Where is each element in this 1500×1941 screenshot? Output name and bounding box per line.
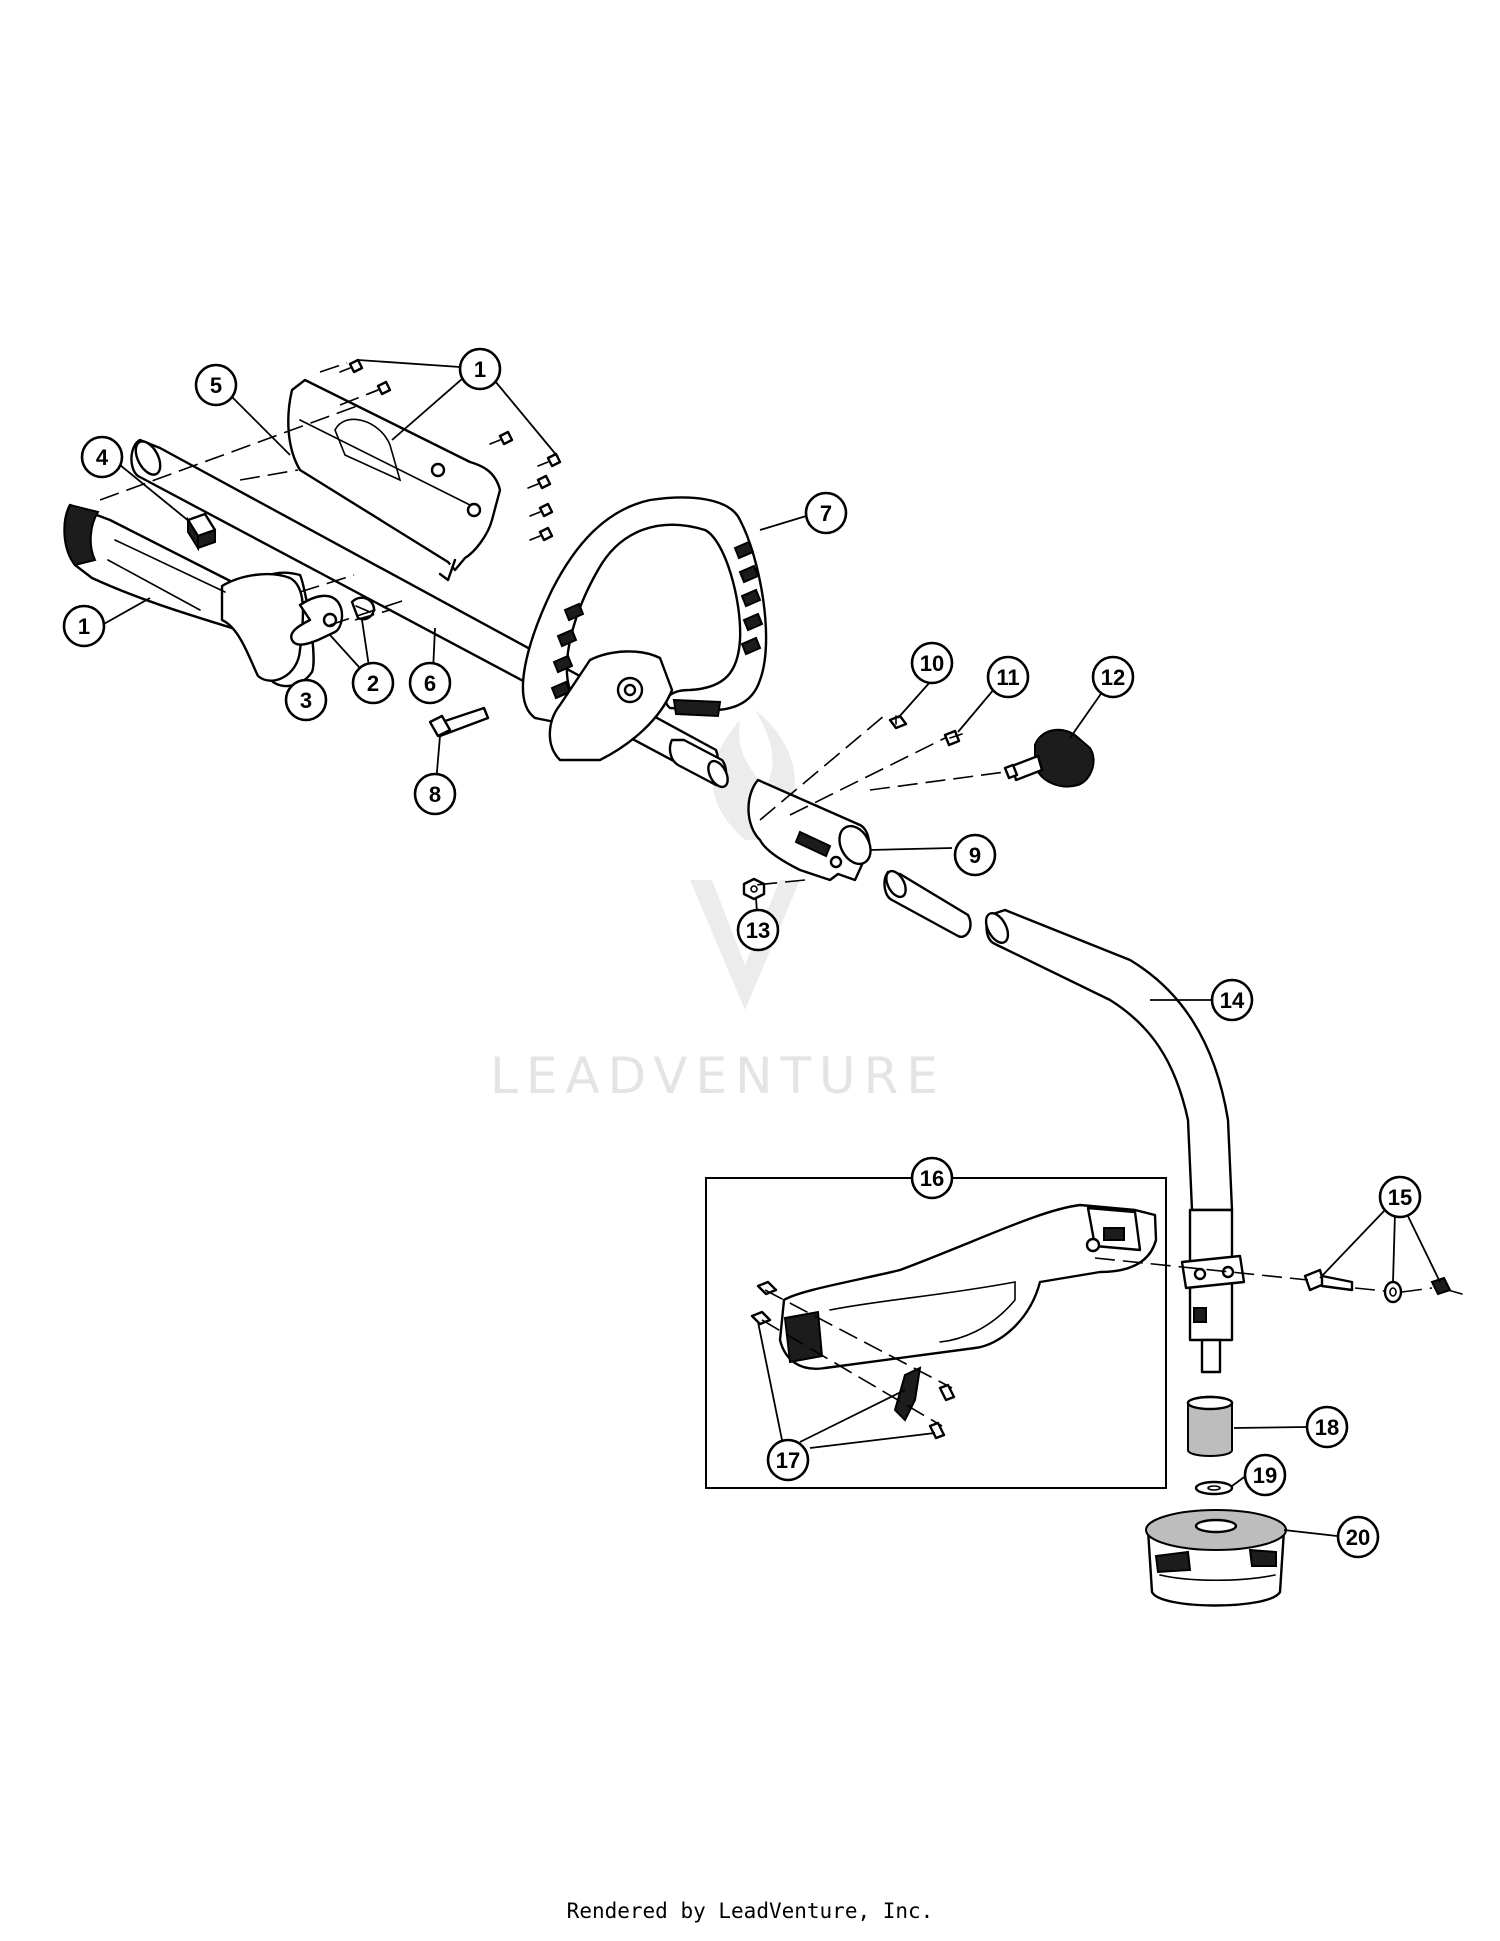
- callout-9: 9: [953, 833, 997, 877]
- guard: [778, 1203, 1158, 1370]
- callout-9-label: 9: [969, 843, 981, 868]
- callout-13-label: 13: [746, 918, 770, 943]
- washer: [1194, 1480, 1234, 1496]
- switch: [186, 512, 217, 552]
- callout-8-label: 8: [429, 782, 441, 807]
- knob: [1003, 728, 1095, 788]
- shaft-coupler-tube: [668, 738, 729, 789]
- bolt: [428, 706, 490, 738]
- callout-2-label: 2: [367, 671, 379, 696]
- callout-1b: 1: [62, 604, 106, 648]
- shaft-lower-curved: [984, 908, 1234, 1212]
- callout-19-label: 19: [1253, 1463, 1277, 1488]
- callout-3: 3: [284, 678, 328, 722]
- shaft-insert: [883, 869, 972, 938]
- callout-7-label: 7: [820, 501, 832, 526]
- callout-14: 14: [1210, 978, 1254, 1022]
- callout-18: 18: [1305, 1405, 1349, 1449]
- callout-1a: 1: [458, 347, 502, 391]
- handle-housing-right: [287, 378, 502, 582]
- callout-15: 15: [1378, 1175, 1422, 1219]
- callout-4: 4: [80, 435, 124, 479]
- small-screw: [943, 729, 963, 747]
- callout-20-label: 20: [1346, 1525, 1370, 1550]
- callout-18-label: 18: [1315, 1415, 1339, 1440]
- fastener-set: [1303, 1268, 1463, 1304]
- callout-19: 19: [1243, 1453, 1287, 1497]
- callout-5-label: 5: [210, 373, 222, 398]
- callout-15-label: 15: [1388, 1185, 1412, 1210]
- callout-16-label: 16: [920, 1166, 944, 1191]
- small-nut: [888, 714, 908, 730]
- callout-3-label: 3: [300, 688, 312, 713]
- callout-6-label: 6: [424, 671, 436, 696]
- callout-17: 17: [766, 1438, 810, 1482]
- footer-credit: Rendered by LeadVenture, Inc.: [567, 1899, 934, 1923]
- handle-housing-left: [63, 503, 315, 688]
- loop-handle: [521, 496, 768, 762]
- watermark-text: LEADVENTURE: [490, 1047, 946, 1105]
- line-cutter-blade-set: [750, 1280, 956, 1440]
- trigger: [290, 594, 344, 646]
- callout-20: 20: [1336, 1515, 1380, 1559]
- callout-12-label: 12: [1101, 665, 1125, 690]
- callout-11-label: 11: [996, 665, 1019, 690]
- loop-handle-grip-ridges: [550, 540, 764, 700]
- clamp-bracket: [747, 778, 872, 882]
- callout-7: 7: [804, 491, 848, 535]
- shaft-end-assembly: [1180, 1208, 1246, 1374]
- spring: [350, 596, 376, 621]
- callout-5: 5: [194, 363, 238, 407]
- callout-8: 8: [413, 772, 457, 816]
- callout-14-label: 14: [1220, 988, 1245, 1013]
- callout-10-label: 10: [920, 651, 944, 676]
- callout-10: 10: [910, 641, 954, 685]
- callout-6: 6: [408, 661, 452, 705]
- callout-16: 16: [910, 1156, 954, 1200]
- trimmer-head: [1145, 1509, 1287, 1607]
- callout-4-label: 4: [96, 445, 109, 470]
- callout-1b-label: 1: [78, 614, 90, 639]
- callout-2: 2: [351, 661, 395, 705]
- callout-1a-label: 1: [474, 357, 486, 382]
- callout-17-label: 17: [776, 1448, 800, 1473]
- callout-12: 12: [1091, 655, 1135, 699]
- callout-11: 11: [986, 655, 1030, 699]
- callout-13: 13: [736, 908, 780, 952]
- hex-nut: [742, 877, 766, 901]
- bushing: [1186, 1395, 1234, 1457]
